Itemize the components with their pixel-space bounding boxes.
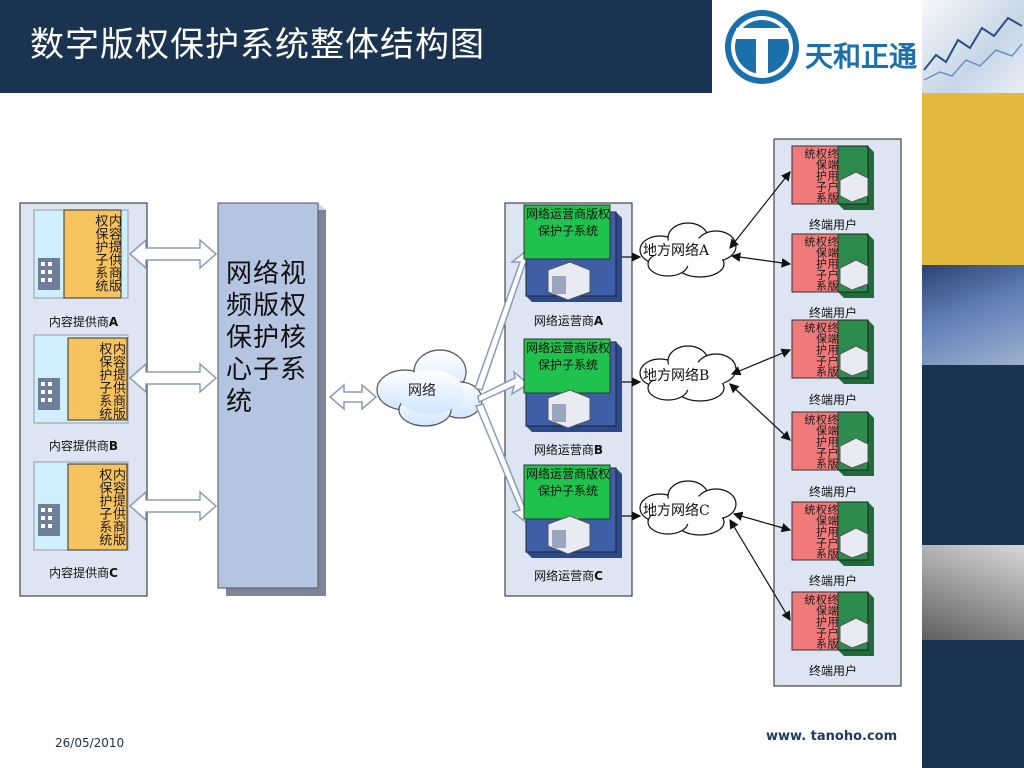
terminal-icon [839,259,869,291]
end-user-1-name: 终端用户 [808,218,857,232]
local-cloud-c-icon [639,480,737,536]
end-user-6-name: 终端用户 [808,664,857,678]
local-network-b-label: 地方网络B [643,368,710,384]
local-network-c-label: 地方网络C [643,503,710,519]
core-box [217,202,319,589]
navy-block-bottom [922,640,1024,768]
end-user-3-name: 终端用户 [808,393,857,407]
server-icon [547,261,591,301]
end-user-tile-3 [791,319,874,384]
provider-b-name: 内容提供商B [48,439,119,453]
core-subsystem-label: 网络视频版权保护核心子系统 [226,259,308,417]
operator-tile-b [523,338,622,432]
end-user-4-sub-label: 终端用户版权保护子系统 [802,414,839,469]
local-cloud-a-icon [639,222,737,278]
operator-local-arrows [622,252,642,521]
operator-tile-a [523,204,622,302]
printer-image [922,265,1024,365]
end-user-2-name: 终端用户 [808,306,857,320]
provider-tile-c [33,461,129,551]
provider-b-sub-label: 内容提供商版权保护子系统 [96,342,125,420]
slide-title: 数字版权保护系统整体结构图 [30,25,485,65]
provider-c-sub-label: 内容提供商版权保护子系统 [96,468,125,546]
provider-c-name: 内容提供商C [49,566,118,580]
end-user-tile-1 [791,145,874,210]
terminal-icon [839,437,869,469]
provider-a-name: 内容提供商A [48,315,119,329]
operator-a-sub-label: 网络运营商版权保护子系统 [526,207,611,238]
building-icon [38,258,60,290]
operator-b-sub-label: 网络运营商版权保护子系统 [526,341,611,372]
internet-label: 网络 [408,383,436,399]
provider-tile-b [33,334,129,424]
local-cloud-b-icon [639,345,737,402]
paper-image [922,545,1024,640]
company-url[interactable]: www. tanoho.com [766,729,898,744]
local-network-a-label: 地方网络A [643,243,710,259]
terminal-icon [839,345,869,377]
end-user-tile-4 [791,411,874,476]
end-user-6-sub-label: 终端用户版权保护子系统 [802,594,839,649]
end-user-tile-2 [791,233,874,298]
internet-operator-arrows [474,246,534,526]
provider-tile-a [33,209,129,299]
building-icon [38,504,60,536]
yellow-block [922,93,1024,265]
logo-text: 天和正通 [805,40,918,73]
end-user-5-name: 终端用户 [808,574,857,588]
company-logo-icon [725,10,799,84]
operator-a-name: 网络运营商A [533,314,604,328]
server-icon [547,389,591,429]
building-icon [38,378,60,410]
provider-a-sub-label: 内容提供商版权保护子系统 [92,214,121,292]
terminal-icon [839,527,869,559]
end-user-5-sub-label: 终端用户版权保护子系统 [802,504,839,559]
navy-block [922,365,1024,545]
end-user-2-sub-label: 终端用户版权保护子系统 [802,236,839,291]
end-user-tile-6 [791,591,874,656]
internet-cloud-icon [376,349,483,427]
terminal-icon [839,617,869,649]
server-icon [547,515,591,555]
provider-core-arrows [128,238,218,522]
operator-b-name: 网络运营商B [533,443,604,457]
operator-c-name: 网络运营商C [534,569,603,583]
end-user-3-sub-label: 终端用户版权保护子系统 [802,322,839,377]
title-bar [0,0,712,93]
local-user-arrows [729,171,792,622]
end-user-tile-5 [791,501,874,566]
operator-tile-c [523,464,622,558]
terminal-icon [839,171,869,203]
stock-chart-image [922,0,1024,93]
operator-c-sub-label: 网络运营商版权保护子系统 [526,467,611,498]
end-user-4-name: 终端用户 [808,485,857,499]
slide-date: 26/05/2010 [55,736,125,750]
core-internet-arrow [328,383,378,411]
end-user-1-sub-label: 终端用户版权保护子系统 [802,148,839,203]
stock-chart-lines-icon [923,16,1023,81]
